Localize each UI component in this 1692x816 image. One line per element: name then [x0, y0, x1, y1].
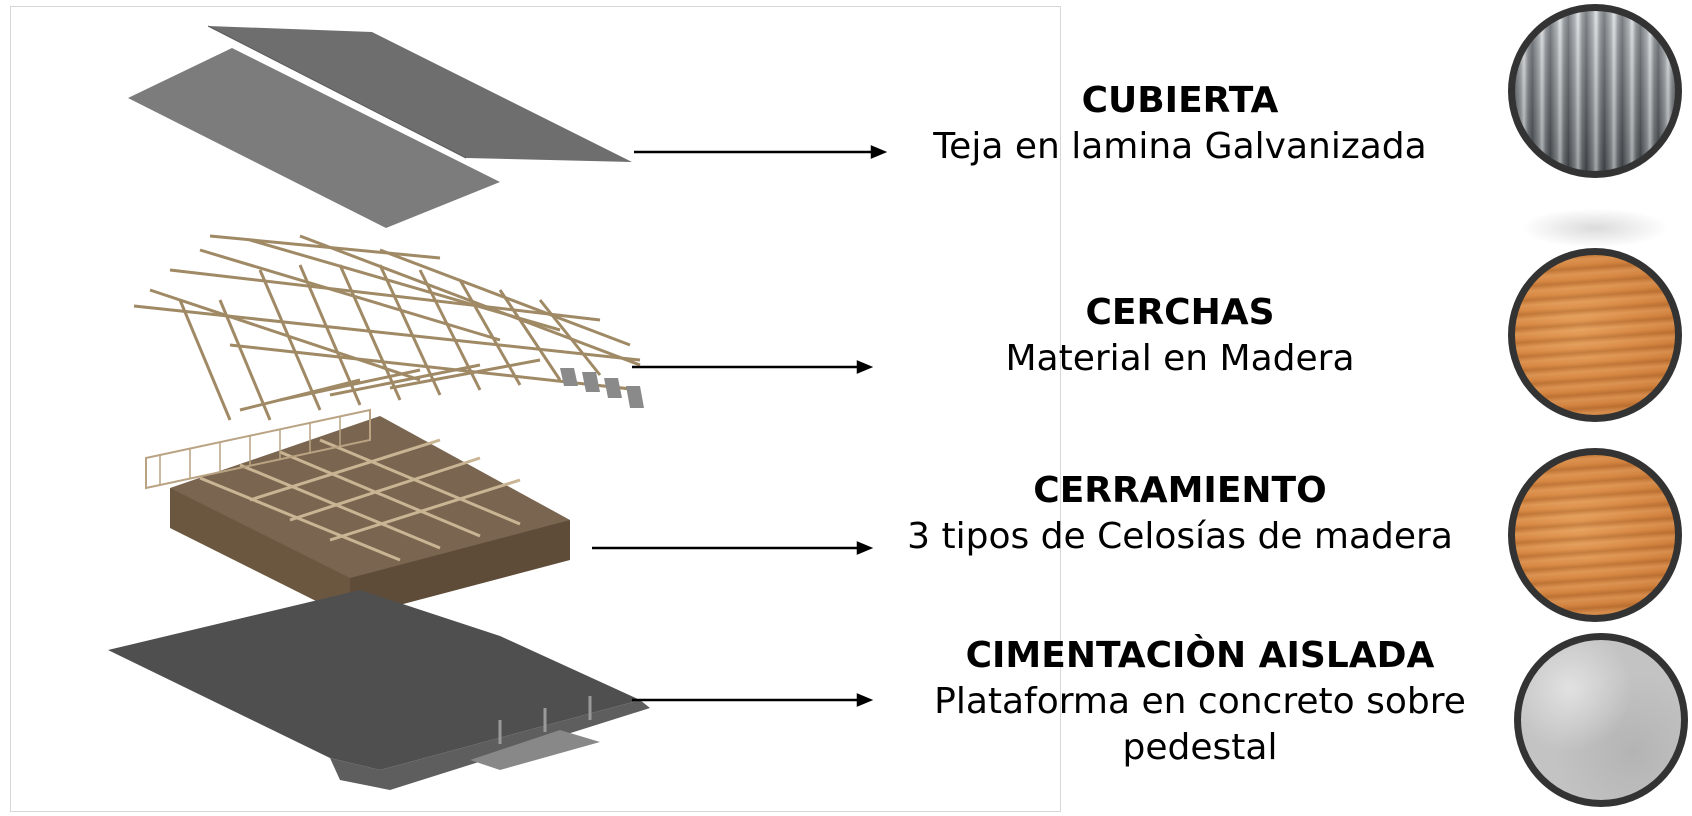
label-cerramiento: CERRAMIENTO 3 tipos de Celosías de mader… [880, 468, 1480, 560]
leader-arrows [592, 145, 888, 707]
label-description: 3 tipos de Celosías de madera [907, 516, 1453, 558]
label-title: CERRAMIENTO [1033, 470, 1327, 511]
diagram-frame [10, 6, 1061, 812]
label-title: CIMENTACIÒN AISLADA [965, 635, 1435, 676]
foundation-layer [108, 590, 650, 790]
enclosure-layer [145, 408, 570, 618]
label-description: Teja en lamina Galvanizada [933, 126, 1427, 168]
galvanized-metal-swatch [1508, 4, 1682, 178]
truss-layer [133, 234, 641, 421]
swatch-shadow [1520, 208, 1670, 248]
label-title: CUBIERTA [1081, 80, 1279, 121]
concrete-swatch [1514, 633, 1688, 807]
label-description-line2: pedestal [1122, 727, 1278, 769]
label-cimentacion: CIMENTACIÒN AISLADA Plataforma en concre… [900, 633, 1500, 771]
wood-swatch-cerchas [1508, 248, 1682, 422]
roof-panel-back [208, 26, 632, 162]
truss-supports [560, 368, 644, 408]
roof-layer [128, 25, 632, 228]
label-cerchas: CERCHAS Material en Madera [900, 290, 1460, 382]
roof-panel-front [128, 48, 500, 228]
label-cubierta: CUBIERTA Teja en lamina Galvanizada [900, 78, 1460, 170]
wood-swatch-cerramiento [1508, 448, 1682, 622]
label-description: Material en Madera [1005, 338, 1355, 380]
label-title: CERCHAS [1085, 292, 1275, 333]
label-description: Plataforma en concreto sobre [934, 681, 1466, 723]
